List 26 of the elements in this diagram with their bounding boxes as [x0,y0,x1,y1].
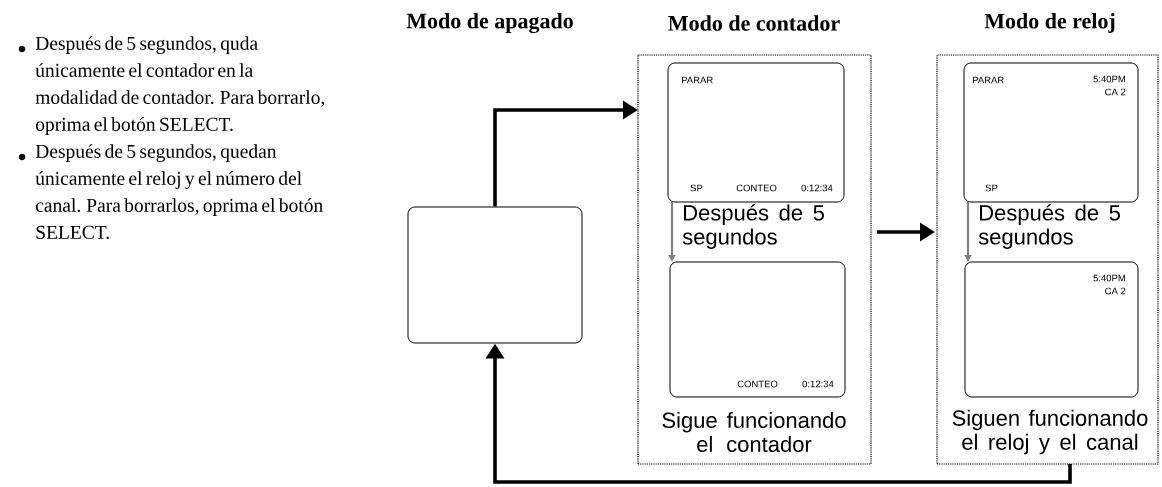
screen-text: 0:12:34 [801,184,833,192]
screen-text: 5:40PM [1093,75,1125,83]
screen-text: CA 2 [1105,88,1126,96]
display-screen [964,261,1139,398]
edge-label: Después de 5 segundos [682,204,824,249]
screen-text: PARAR [973,76,1004,84]
screen-text: PARAR [682,76,713,84]
edge-label: Después de 5 segundos [978,204,1120,249]
screen-text: SP [690,184,703,192]
screen-text: SP [985,184,998,192]
screen-text: CA 2 [1105,287,1126,295]
display-screen [667,62,845,203]
screen-text: CONTEO [736,184,777,192]
display-screen [669,261,846,398]
bullet-item: Después de 5 segundos, quedan únicamente el reloj y el número del canal. Para borrarlos, oprima el botón SELECT. [18,144,323,240]
caption-text: Siguen funcionando el reloj y el canal [952,409,1148,455]
mode-heading: Modo de apagado [406,12,573,34]
display-screen [963,62,1139,203]
mode-heading: Modo de contador [668,15,840,31]
bullet-item: Después de 5 segundos, quda únicamente el contador en la modalidad de contador. Para borrarlo, oprima el botón SELECT. [18,36,325,135]
caption-text: Sigue funcionando el contador [662,411,846,453]
screen-text: CONTEO [737,380,778,388]
display-screen [407,206,583,344]
screen-text: 0:12:34 [802,380,834,388]
screen-text: 5:40PM [1093,274,1125,282]
mode-heading: Modo de reloj [984,13,1115,33]
